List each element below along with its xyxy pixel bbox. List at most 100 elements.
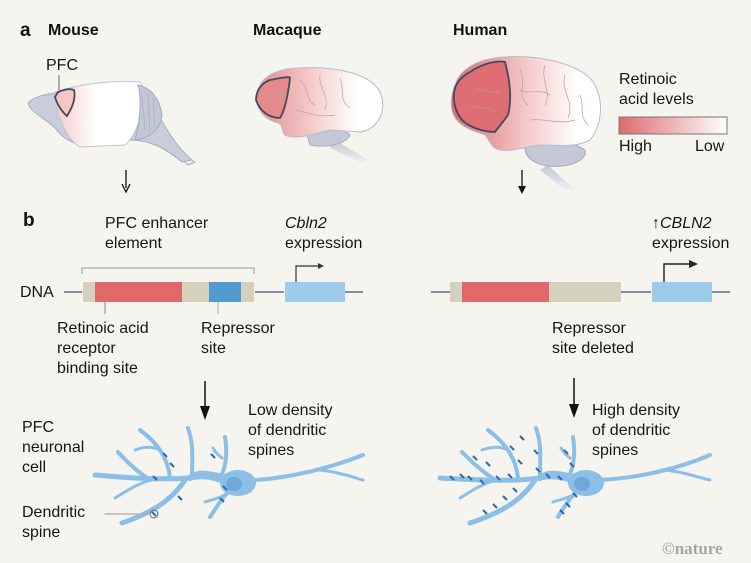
legend-title-line: Retinoic	[619, 71, 677, 88]
human-neuron	[437, 426, 712, 526]
mouse-dendritic-spine	[162, 452, 168, 458]
macaque-brain	[255, 67, 384, 163]
rar-binding-site	[95, 282, 182, 302]
nature-credit: ©nature	[662, 539, 723, 558]
rar-label-line: binding site	[57, 360, 138, 377]
repressor-site	[209, 282, 241, 302]
density-label-line: Low density	[248, 402, 333, 419]
human-dendritic-spine	[492, 503, 498, 509]
density-label-line: of dendritic	[592, 422, 671, 439]
human-dendritic-spine	[485, 461, 491, 467]
species-label-mouse: Mouse	[48, 22, 99, 39]
human-dendritic-spine	[572, 492, 578, 498]
gene-name: Cbln2	[285, 215, 327, 232]
deleted-label-line: Repressor	[552, 320, 626, 337]
enhancer-label-line: element	[105, 235, 162, 252]
pfc-label: PFC	[46, 57, 78, 74]
density-label-line: spines	[248, 442, 295, 459]
neuron-label: PFC neuronal cell	[22, 418, 84, 478]
human-dendritic-spine	[482, 509, 488, 515]
gene-label-line: expression	[285, 235, 363, 252]
spine-label-line: Dendritic	[22, 504, 86, 521]
mouse-dendritic-spine	[222, 485, 228, 491]
rar-label-line: receptor	[57, 340, 116, 357]
human-dendritic-spine	[535, 467, 541, 473]
human-dendritic-spine	[509, 445, 515, 451]
deleted-label-line: site deleted	[552, 340, 634, 357]
human-dendritic-spine	[569, 462, 575, 468]
enhancer-bracket	[81, 267, 255, 274]
repressor-label-line: Repressor	[201, 320, 275, 337]
spine-label-line: spine	[22, 524, 61, 541]
arrow-human-down	[518, 170, 526, 194]
human-dendritic-spine	[517, 459, 523, 465]
density-label-line: spines	[592, 442, 639, 459]
human-dendritic-spine	[563, 449, 569, 455]
human-dendritic-spine	[449, 475, 455, 481]
repressor-label-line: site	[201, 340, 226, 357]
legend-title: Retinoic acid levels	[619, 70, 694, 110]
human-cbln2-expression-label: ↑CBLN2 expression	[652, 214, 729, 254]
mouse-dendritic-spine	[151, 511, 157, 517]
cbln2-expression-label: Cbln2 expression	[285, 214, 362, 254]
mouse-dendritic-spine	[177, 495, 183, 501]
enhancer-label: PFC enhancer element	[105, 214, 208, 254]
gene-label-line: expression	[652, 235, 730, 252]
human-dendritic-spine	[472, 455, 478, 461]
human-dendritic-spine	[545, 473, 551, 479]
cbln2-gene	[285, 282, 345, 302]
species-label-macaque: Macaque	[253, 22, 322, 39]
neuron-label-line: PFC	[22, 419, 54, 436]
repressor-site-label: Repressor site	[201, 319, 275, 359]
panel-b-letter: b	[23, 210, 35, 231]
panel-a-letter: a	[20, 20, 31, 41]
low-density-label: Low density of dendritic spines	[248, 401, 333, 461]
arrow-human-neuron	[569, 378, 579, 418]
rar-binding-site	[462, 282, 549, 302]
mouse-dendritic-spine	[169, 462, 175, 468]
rar-label-line: Retinoic acid	[57, 320, 149, 337]
gene-name: CBLN2	[660, 215, 712, 232]
mouse-dendritic-spine	[152, 475, 158, 481]
human-dendritic-spine	[459, 473, 465, 479]
dna-label: DNA	[20, 284, 54, 301]
human-dendritic-spine	[502, 495, 508, 501]
human-dendritic-spine	[479, 479, 485, 485]
cbln2-gene	[652, 282, 712, 302]
human-dendritic-spine	[467, 475, 473, 481]
neuron-label-line: neuronal	[22, 439, 85, 456]
density-label-line: of dendritic	[248, 422, 327, 439]
human-brain	[450, 56, 601, 190]
human-dendritic-spine	[507, 473, 513, 479]
mouse-brain	[27, 75, 197, 166]
legend-high-label: High	[619, 138, 652, 155]
retinoic-acid-legend-bar	[618, 116, 728, 135]
human-dendritic-spine	[565, 502, 571, 508]
neuron-label-line: cell	[22, 459, 47, 476]
transcription-arrow	[295, 265, 320, 282]
legend-title-line: acid levels	[619, 91, 694, 108]
mouse-neuron	[92, 426, 365, 526]
mouse-dendritic-spine	[210, 453, 216, 459]
human-dendritic-spine	[557, 475, 563, 481]
repressor-deleted-label: Repressor site deleted	[552, 319, 634, 359]
human-dendritic-spine	[559, 509, 565, 515]
human-dendritic-spine	[533, 449, 539, 455]
arrow-mouse-neuron	[200, 381, 210, 420]
arrow-mouse-down	[121, 170, 131, 194]
mouse-dna-track	[64, 263, 363, 314]
high-density-label: High density of dendritic spines	[592, 401, 680, 461]
dendritic-spine-label: Dendritic spine	[22, 503, 85, 543]
rar-site-label: Retinoic acid receptor binding site	[57, 319, 149, 379]
transcription-arrow	[663, 263, 692, 282]
enhancer-label-line: PFC enhancer	[105, 215, 209, 232]
species-label-human: Human	[453, 22, 508, 39]
human-dna-track	[431, 260, 730, 302]
human-dendritic-spine	[519, 435, 525, 441]
mouse-dendritic-spine	[219, 497, 225, 503]
up-arrow-icon: ↑	[652, 215, 660, 232]
human-dendritic-spine	[512, 487, 518, 493]
legend-low-label: Low	[695, 138, 725, 155]
